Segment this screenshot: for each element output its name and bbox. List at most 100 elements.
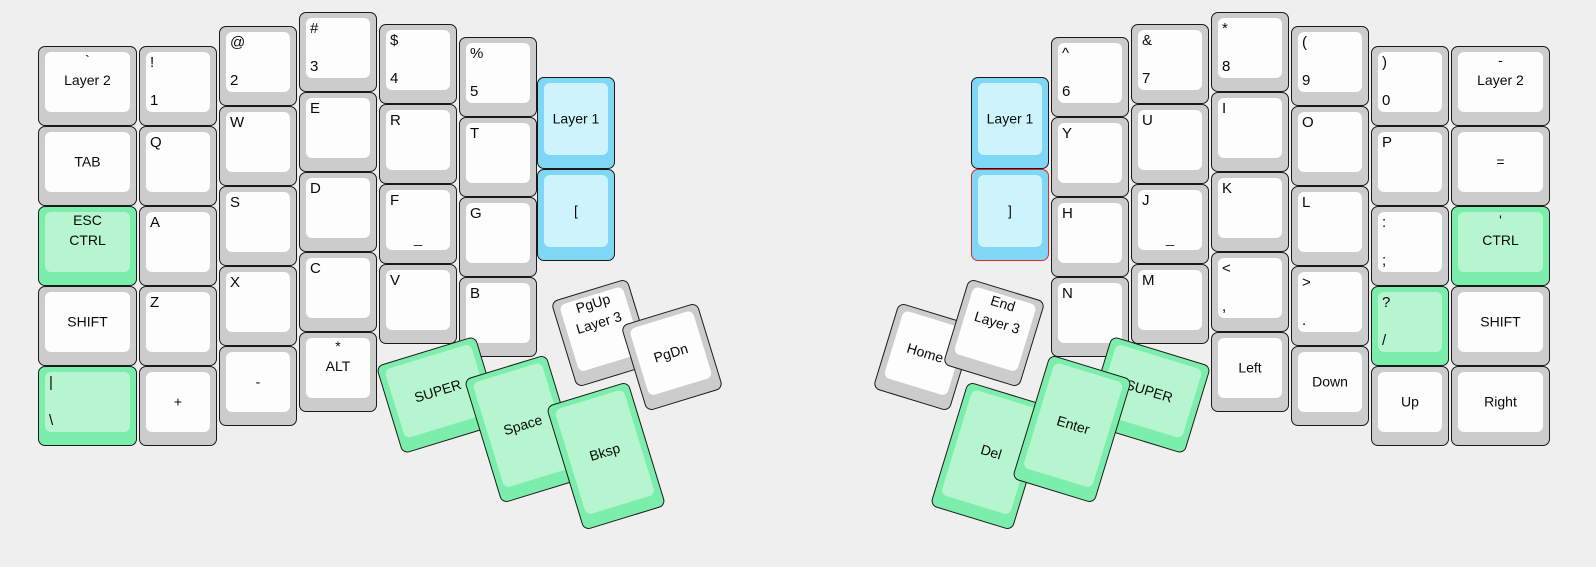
key-shift-cap <box>45 292 130 352</box>
key-bracket-right-cap <box>978 175 1042 247</box>
left-key-t[interactable]: T <box>459 117 537 197</box>
right-key-layer1[interactable]: Layer 1 <box>971 77 1049 169</box>
right-key-m[interactable]: M <box>1131 264 1209 344</box>
key-f-cap <box>386 190 450 250</box>
key-down-cap <box>1298 352 1362 412</box>
key-y-cap <box>1058 123 1122 183</box>
left-key-4[interactable]: $4 <box>379 24 457 104</box>
right-key-k[interactable]: K <box>1211 172 1289 252</box>
right-key-i[interactable]: I <box>1211 92 1289 172</box>
key-8-cap <box>1218 18 1282 78</box>
key-m-cap <box>1138 270 1202 330</box>
key-equals-cap <box>1458 132 1543 192</box>
right-key-down[interactable]: Down <box>1291 346 1369 426</box>
left-key-q[interactable]: Q <box>139 126 217 206</box>
right-key-semicolon[interactable]: :; <box>1371 206 1449 286</box>
right-key-up[interactable]: Up <box>1371 366 1449 446</box>
key-b-cap <box>466 283 530 343</box>
right-key-o[interactable]: O <box>1291 106 1369 186</box>
right-key-comma[interactable]: <, <box>1211 252 1289 332</box>
key-s-cap <box>226 192 290 252</box>
left-key-v[interactable]: V <box>379 264 457 344</box>
right-key-7[interactable]: &7 <box>1131 24 1209 104</box>
left-key-x[interactable]: X <box>219 266 297 346</box>
key-7-cap <box>1138 30 1202 90</box>
left-key-z[interactable]: Z <box>139 286 217 366</box>
key-t-cap <box>466 123 530 183</box>
key-bracket-left-cap <box>544 175 608 247</box>
key-bksp-cap <box>554 389 656 516</box>
right-key-9[interactable]: (9 <box>1291 26 1369 106</box>
right-key-0[interactable]: )0 <box>1371 46 1449 126</box>
left-key-e[interactable]: E <box>299 92 377 172</box>
left-key-layer1[interactable]: Layer 1 <box>537 77 615 169</box>
right-key-enter[interactable]: Enter <box>1011 354 1133 504</box>
left-key-g[interactable]: G <box>459 197 537 277</box>
right-key-minus-layer2[interactable]: -Layer 2 <box>1451 46 1550 126</box>
key-enter-cap <box>1022 362 1124 489</box>
right-key-j[interactable]: J_ <box>1131 184 1209 264</box>
key-semicolon-cap <box>1378 212 1442 272</box>
left-key-1[interactable]: !1 <box>139 46 217 126</box>
right-key-quote-ctrl[interactable]: 'CTRL <box>1451 206 1550 286</box>
right-key-8[interactable]: *8 <box>1211 12 1289 92</box>
left-key-tab[interactable]: TAB <box>38 126 137 206</box>
key-v-cap <box>386 270 450 330</box>
key-end-layer3-cap <box>953 286 1037 373</box>
key-n-cap <box>1058 283 1122 343</box>
left-key-2[interactable]: @2 <box>219 26 297 106</box>
key-k-cap <box>1218 178 1282 238</box>
left-key-s[interactable]: S <box>219 186 297 266</box>
key-plus-cap <box>146 372 210 432</box>
key-e-cap <box>306 98 370 158</box>
right-key-shift[interactable]: SHIFT <box>1451 286 1550 366</box>
left-key-grave-layer2[interactable]: `Layer 2 <box>38 46 137 126</box>
key-period-cap <box>1298 272 1362 332</box>
right-key-period[interactable]: >. <box>1291 266 1369 346</box>
key-pgdn-cap <box>629 310 713 397</box>
right-key-left[interactable]: Left <box>1211 332 1289 412</box>
left-key-c[interactable]: C <box>299 252 377 332</box>
key-2-cap <box>226 32 290 92</box>
key-w-cap <box>226 112 290 172</box>
left-key-5[interactable]: %5 <box>459 37 537 117</box>
left-key-pipe-backslash[interactable]: |\ <box>38 366 137 446</box>
left-key-d[interactable]: D <box>299 172 377 252</box>
right-key-p[interactable]: P <box>1371 126 1449 206</box>
left-key-plus[interactable]: + <box>139 366 217 446</box>
key-minus-layer2-cap <box>1458 52 1543 112</box>
key-layer1-cap <box>544 83 608 155</box>
key-o-cap <box>1298 112 1362 172</box>
left-key-shift[interactable]: SHIFT <box>38 286 137 366</box>
left-key-3[interactable]: #3 <box>299 12 377 92</box>
left-key-asterisk-alt[interactable]: *ALT <box>299 332 377 412</box>
key-up-cap <box>1378 372 1442 432</box>
left-key-w[interactable]: W <box>219 106 297 186</box>
key-a-cap <box>146 212 210 272</box>
key-3-cap <box>306 18 370 78</box>
right-key-equals[interactable]: = <box>1451 126 1550 206</box>
right-key-6[interactable]: ^6 <box>1051 37 1129 117</box>
right-key-u[interactable]: U <box>1131 104 1209 184</box>
key-i-cap <box>1218 98 1282 158</box>
key-5-cap <box>466 43 530 103</box>
left-key-minus[interactable]: - <box>219 346 297 426</box>
key-slash-cap <box>1378 292 1442 352</box>
left-key-b[interactable]: B <box>459 277 537 357</box>
key-h-cap <box>1058 203 1122 263</box>
left-key-f[interactable]: F_ <box>379 184 457 264</box>
left-key-a[interactable]: A <box>139 206 217 286</box>
right-key-y[interactable]: Y <box>1051 117 1129 197</box>
right-key-l[interactable]: L <box>1291 186 1369 266</box>
key-grave-layer2-cap <box>45 52 130 112</box>
right-key-h[interactable]: H <box>1051 197 1129 277</box>
right-key-slash[interactable]: ?/ <box>1371 286 1449 366</box>
key-comma-cap <box>1218 258 1282 318</box>
left-key-r[interactable]: R <box>379 104 457 184</box>
right-key-right[interactable]: Right <box>1451 366 1550 446</box>
key-quote-ctrl-cap <box>1458 212 1543 272</box>
left-key-bracket-left[interactable]: [ <box>537 169 615 261</box>
key-asterisk-alt-cap <box>306 338 370 398</box>
right-key-bracket-right[interactable]: ] <box>971 169 1049 261</box>
